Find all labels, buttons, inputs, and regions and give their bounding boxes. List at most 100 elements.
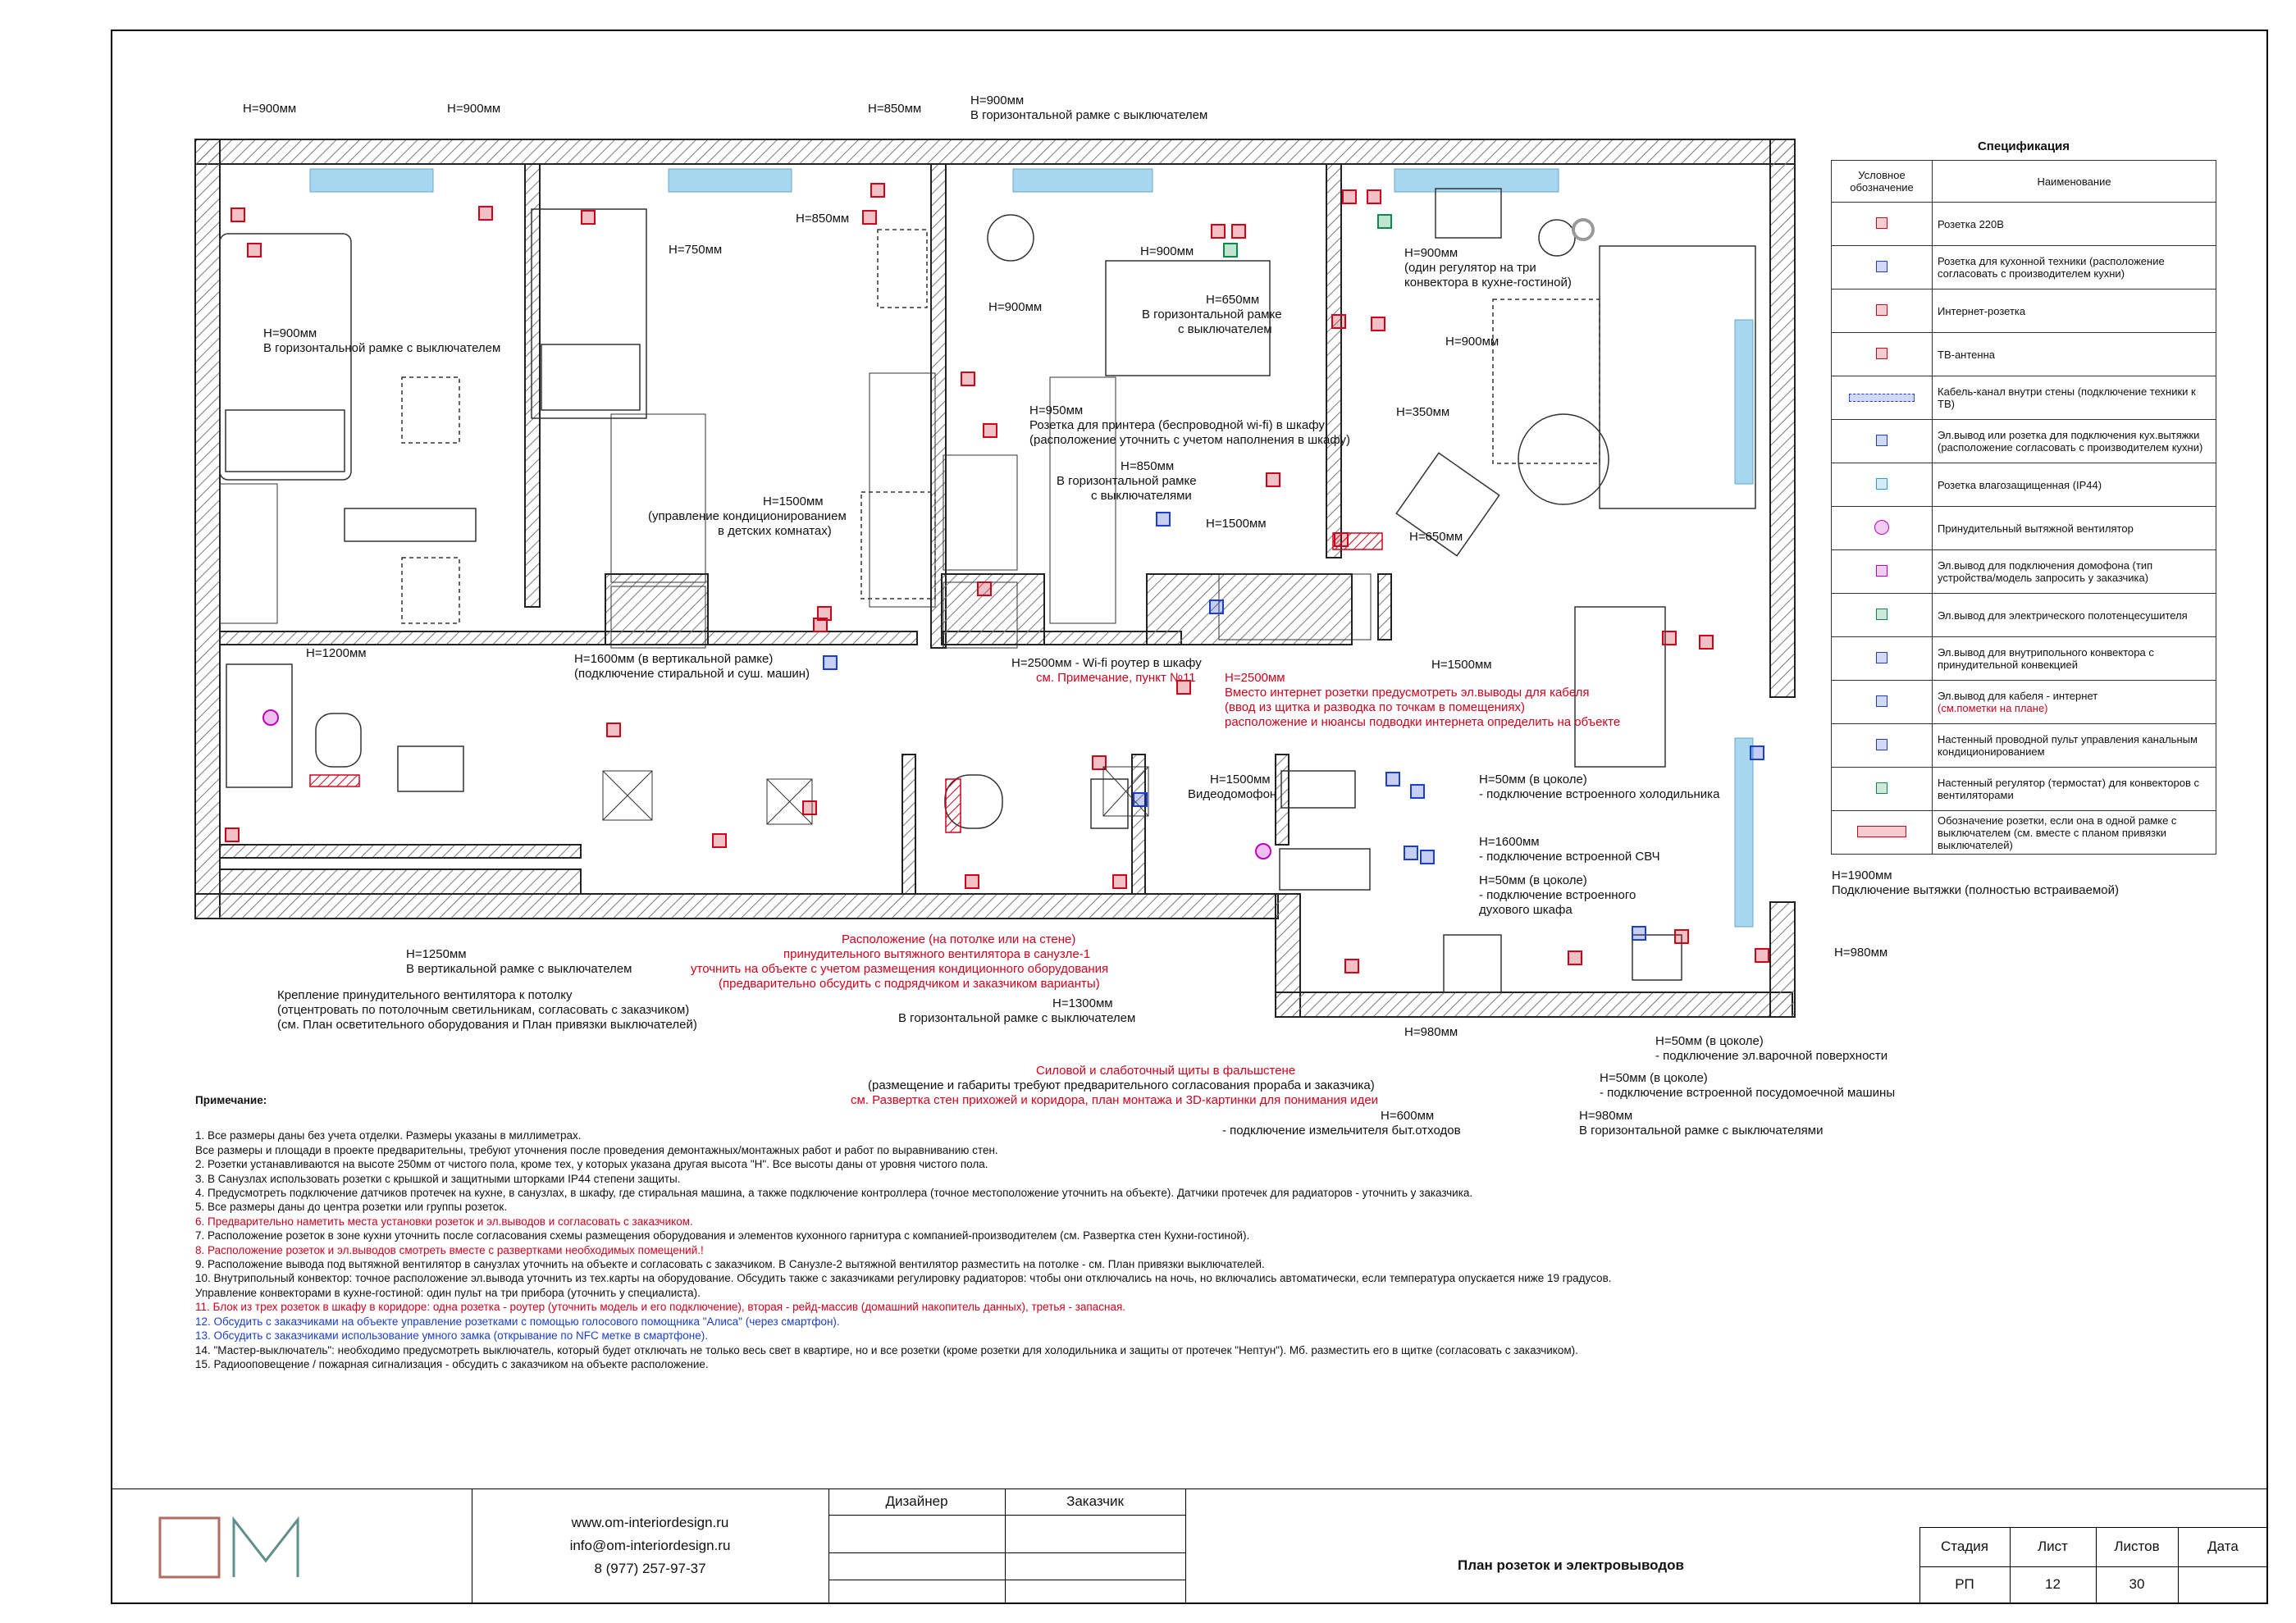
- spec-row: Розетка 220В: [1831, 202, 2216, 246]
- height-note: - подключение эл.варочной поверхности: [1655, 1049, 1888, 1063]
- socket-icon: [1211, 224, 1226, 239]
- height-label: H=900мм: [988, 300, 1043, 314]
- socket-icon: [712, 833, 727, 848]
- socket-icon: [961, 372, 975, 386]
- socket-group-icon: [1831, 810, 1933, 855]
- sheets-value: 30: [2129, 1576, 2145, 1592]
- om-logo: [158, 1516, 299, 1579]
- height-label: H=900мм: [243, 102, 297, 116]
- socket-icon: [1331, 314, 1346, 329]
- socket-icon: [1266, 472, 1280, 487]
- spec-name: Эл.вывод для подключения домофона (тип у…: [1932, 549, 2216, 594]
- height-note: (подключение стиральной и суш. машин): [574, 667, 810, 681]
- spec-row: Обозначение розетки, если она в одной ра…: [1831, 810, 2216, 855]
- socket-icon: [823, 655, 838, 670]
- waterproof-socket-icon: [1831, 463, 1933, 507]
- socket-icon: [247, 243, 262, 258]
- spec-name: Эл.вывод для внутрипольного конвектора с…: [1932, 636, 2216, 681]
- email-link[interactable]: info@om-interiordesign.ru: [569, 1538, 731, 1553]
- socket-icon: [1831, 202, 1933, 246]
- socket-icon: [478, 206, 493, 221]
- socket-icon: [1385, 772, 1400, 786]
- height-note: В горизонтальной рамке с выключателем: [970, 108, 1208, 122]
- note-line: 3. В Санузлах использовать розетки с кры…: [195, 1172, 681, 1185]
- height-label: H=600мм: [1381, 1109, 1435, 1123]
- height-label: H=980мм: [1404, 1025, 1458, 1039]
- spec-row: Эл.вывод для электрического полотенцесуш…: [1831, 593, 2216, 637]
- socket-icon: [977, 581, 992, 596]
- spec-row: Настенный регулятор (термостат) для конв…: [1831, 767, 2216, 811]
- socket-icon: [1342, 189, 1357, 204]
- socket-icon: [606, 723, 621, 737]
- height-label: H=850мм: [796, 212, 850, 226]
- socket-icon: [965, 874, 979, 889]
- height-label: H=900мм: [1445, 335, 1499, 349]
- height-note: - подключение встроенной посудомоечной м…: [1600, 1086, 1896, 1100]
- height-note: с выключателями: [1091, 489, 1192, 503]
- height-label: H=900мм: [1140, 244, 1194, 258]
- stage-value: РП: [1955, 1576, 1974, 1592]
- panel-note: Силовой и слаботочный щиты в фальшстене: [1036, 1064, 1296, 1078]
- socket-icon: [1750, 745, 1764, 760]
- socket-icon: [231, 207, 245, 222]
- socket-icon: [1092, 755, 1107, 770]
- socket-icon: [1156, 512, 1171, 527]
- spec-name: Эл.вывод для кабеля - интернет(см.пометк…: [1932, 680, 2216, 724]
- hood-wire-icon: [1831, 419, 1933, 463]
- socket-icon: [1112, 874, 1127, 889]
- height-label: H=750мм: [669, 243, 723, 257]
- spec-row: Эл.вывод или розетка для подключения кух…: [1831, 419, 2216, 463]
- height-note: (один регулятор на три: [1404, 261, 1536, 275]
- spec-title: Спецификация: [1977, 139, 2070, 153]
- height-note: Розетка для принтера (беспроводной wi-fi…: [1029, 418, 1325, 432]
- socket-icon: [1209, 600, 1224, 614]
- socket-icon: [1367, 189, 1381, 204]
- height-note: В горизонтальной рамке: [1057, 474, 1197, 488]
- spec-row: Кабель-канал внутри стены (подключение т…: [1831, 376, 2216, 420]
- height-label: H=850мм: [868, 102, 922, 116]
- spec-name: ТВ-антенна: [1932, 332, 2216, 376]
- note-line: 7. Расположение розеток в зоне кухни уто…: [195, 1229, 1250, 1242]
- height-label: H=1250мм: [406, 947, 467, 961]
- stage-label: Стадия: [1941, 1539, 1988, 1554]
- height-note: Подключение вытяжки (полностью встраивае…: [1832, 883, 2120, 897]
- height-label: H=1600мм (в вертикальной рамке): [574, 652, 774, 666]
- height-label: H=900мм: [1404, 246, 1458, 260]
- height-label: H=1500мм: [763, 495, 824, 508]
- height-note: конвектора в кухне-гостиной): [1404, 276, 1572, 289]
- height-note: В вертикальной рамке с выключателем: [406, 962, 632, 976]
- height-label: H=950мм: [1029, 403, 1084, 417]
- sheet-label: Лист: [2038, 1539, 2068, 1554]
- fan-placement-note: (предварительно обсудить с подрядчиком и…: [719, 977, 1100, 991]
- note-line: 9. Расположение вывода под вытяжной вент…: [195, 1258, 1265, 1271]
- note-line: 1. Все размеры даны без учета отделки. Р…: [195, 1129, 582, 1142]
- title-block: www.om-interiordesign.ru info@om-interio…: [111, 1489, 2268, 1604]
- height-label: H=900мм: [263, 326, 317, 340]
- red-marks: [309, 532, 1383, 833]
- fan-icon: [262, 709, 279, 726]
- note-line: 12. Обсудить с заказчиками на объекте уп…: [195, 1315, 840, 1328]
- spec-row: ТВ-антенна: [1831, 332, 2216, 376]
- note-line: Управление конвекторами в кухне-гостиной…: [195, 1286, 701, 1299]
- sheet-title: План розеток и электровыводов: [1458, 1557, 1684, 1573]
- spec-table: Условное обозначение Наименование Розетк…: [1831, 160, 2216, 855]
- socket-icon: [581, 210, 596, 225]
- height-label: H=1500мм: [1210, 773, 1271, 786]
- fan-note: (см. План осветительного оборудования и …: [277, 1018, 697, 1032]
- spec-name: Розетка для кухонной техники (расположен…: [1932, 245, 2216, 289]
- customer-label: Заказчик: [1066, 1493, 1124, 1509]
- height-note: духового шкафа: [1479, 903, 1573, 917]
- height-note: - подключение встроенного холодильника: [1479, 787, 1720, 801]
- fan-placement-note: принудительного вытяжного вентилятора в …: [783, 947, 1091, 961]
- spec-name: Розетка 220В: [1932, 202, 2216, 246]
- spec-note: (см.пометки на плане): [1938, 702, 2048, 714]
- tv-icon: [1831, 332, 1933, 376]
- height-label: H=1900мм: [1832, 868, 1892, 882]
- notes-block: Примечание: 1. Все размеры даны без учет…: [195, 1093, 1612, 1371]
- socket-icon: [813, 618, 828, 632]
- website-link[interactable]: www.om-interiordesign.ru: [571, 1515, 729, 1530]
- sheet-value: 12: [2045, 1576, 2061, 1592]
- furniture: [219, 188, 1756, 993]
- designer-label: Дизайнер: [885, 1493, 948, 1509]
- note-line: 5. Все размеры даны до центра розетки ил…: [195, 1201, 508, 1214]
